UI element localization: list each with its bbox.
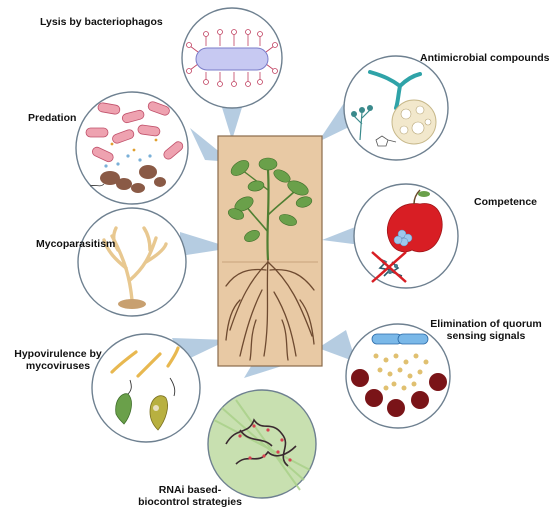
label-mycoparasitism: Mycoparasitism (36, 238, 116, 250)
circle-rnai (207, 389, 317, 499)
label-quorum-line2: sensing signals (446, 330, 526, 342)
circle-predation (75, 91, 189, 205)
circle-quorum (345, 323, 451, 429)
label-hypovirulence-line2: mycoviruses (25, 360, 91, 372)
circle-competence (353, 183, 459, 289)
circle-mycoparasitism (77, 207, 187, 317)
label-quorum: Elimination of quorum sensing signals (424, 318, 548, 342)
label-predation: Predation (28, 112, 77, 124)
label-lysis: Lysis by bacteriophagos (40, 16, 163, 28)
label-hypovirulence-line1: Hypovirulence by (14, 348, 102, 360)
label-hypovirulence: Hypovirulence by mycoviruses (2, 348, 114, 372)
circle-lysis (181, 7, 283, 109)
label-rnai: RNAi based- biocontrol strategies (132, 484, 248, 508)
label-competence: Competence (474, 196, 538, 208)
wedge-quorum (318, 330, 356, 362)
label-rnai-line2: biocontrol strategies (138, 496, 242, 508)
label-rnai-line1: RNAi based- (158, 484, 222, 496)
circle-hypovirulence (91, 333, 201, 443)
circle-antimicrobial (343, 55, 449, 161)
label-antimicrobial: Antimicrobial compounds (420, 52, 550, 64)
plant-box (217, 135, 323, 367)
label-quorum-line1: Elimination of quorum (430, 318, 542, 330)
